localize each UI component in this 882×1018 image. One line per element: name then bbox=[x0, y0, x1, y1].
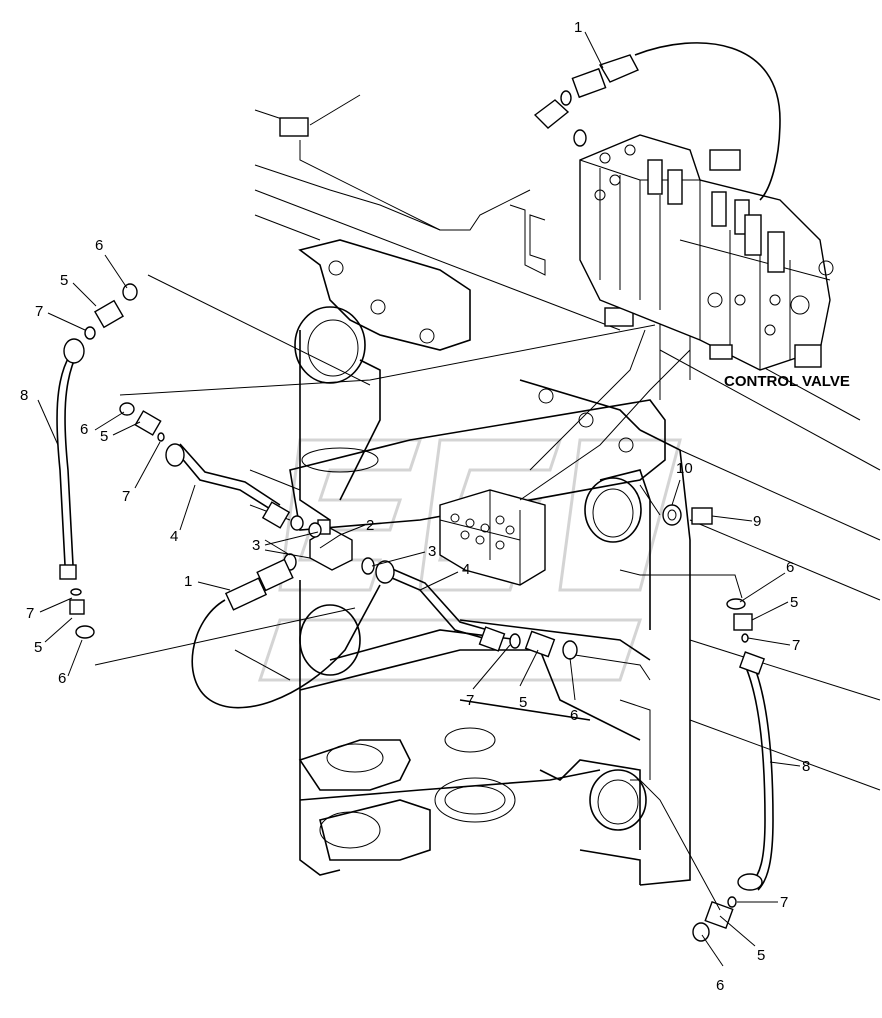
pipe-8-right bbox=[692, 598, 774, 942]
callout-3-left: 3 bbox=[252, 537, 260, 554]
callout-5-right-bottom: 5 bbox=[757, 947, 765, 964]
callout-3-right: 3 bbox=[428, 543, 436, 560]
leader-lines bbox=[37, 31, 801, 967]
callout-6-mid-left: 6 bbox=[80, 421, 88, 438]
callout-4-left: 4 bbox=[170, 528, 178, 545]
callout-10: 10 bbox=[676, 460, 693, 477]
callout-7-mid-left: 7 bbox=[122, 488, 130, 505]
control-valve-assembly bbox=[579, 134, 834, 371]
callout-7-right-top: 7 bbox=[792, 637, 800, 654]
callout-7-top-left: 7 bbox=[35, 303, 43, 320]
callout-5-mid-left: 5 bbox=[100, 428, 108, 445]
distribution-block bbox=[439, 489, 546, 586]
callout-7-right-bottom: 7 bbox=[780, 894, 788, 911]
callout-6-bottom-mid: 6 bbox=[570, 707, 578, 724]
tee-fitting bbox=[283, 519, 375, 575]
callout-6-right-bottom: 6 bbox=[716, 977, 724, 994]
frame-clip bbox=[279, 117, 309, 137]
callout-8-left: 8 bbox=[20, 387, 28, 404]
watermark-logo bbox=[257, 438, 682, 682]
callout-labels: 1 6 5 7 8 6 5 7 4 2 3 3 3 4 1 7 5 6 7 5 … bbox=[20, 19, 850, 994]
callout-4-right: 4 bbox=[462, 561, 470, 578]
callout-6-top-left: 6 bbox=[95, 237, 103, 254]
hose-1-top bbox=[533, 42, 781, 201]
hose-1-bottom bbox=[191, 558, 381, 709]
callout-1-bottom: 1 bbox=[184, 573, 192, 590]
callout-9: 9 bbox=[753, 513, 761, 530]
callout-5-right-top: 5 bbox=[790, 594, 798, 611]
machine-frame bbox=[234, 94, 881, 886]
callout-5-top-left: 5 bbox=[60, 272, 68, 289]
control-valve-label: CONTROL VALVE bbox=[724, 373, 850, 390]
callout-7-bottom-mid: 7 bbox=[466, 692, 474, 709]
callout-2: 2 bbox=[366, 517, 374, 534]
pipe-4-left bbox=[119, 402, 304, 531]
callout-7-bottom-left: 7 bbox=[26, 605, 34, 622]
callout-1-top: 1 bbox=[574, 19, 582, 36]
callout-5-bottom-left: 5 bbox=[34, 639, 42, 656]
callout-8-right: 8 bbox=[802, 758, 810, 775]
callout-6-right-top: 6 bbox=[786, 559, 794, 576]
callout-6-bottom-left: 6 bbox=[58, 670, 66, 687]
pipe-4-right bbox=[375, 560, 578, 660]
callout-5-bottom-mid: 5 bbox=[519, 694, 527, 711]
pipe-8-left bbox=[56, 283, 138, 639]
